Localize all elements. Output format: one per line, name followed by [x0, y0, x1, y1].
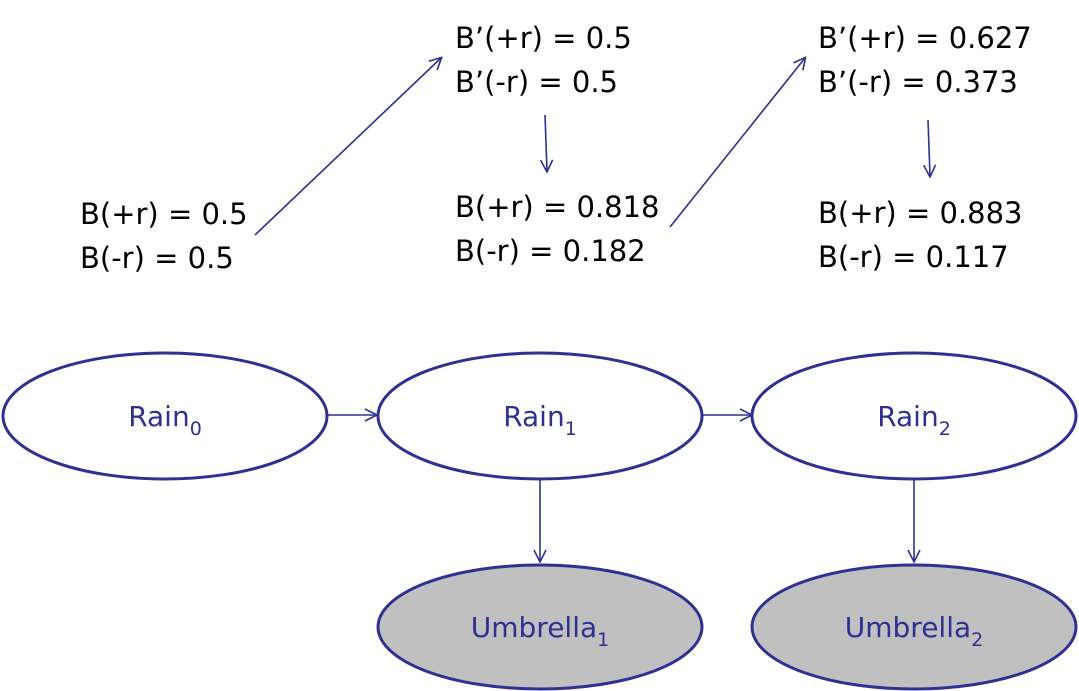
node-rain2-base: Rain	[877, 400, 939, 433]
belief-bp1-plus: B’(+r) = 0.5	[455, 21, 632, 55]
node-rain0: Rain0	[1, 351, 329, 481]
node-umbrella2-label: Umbrella2	[845, 611, 983, 651]
belief-b1-minus: B(-r) = 0.182	[455, 234, 646, 268]
node-rain0-shape	[1, 351, 329, 481]
node-rain1-base: Rain	[503, 400, 565, 433]
belief-b0: B(+r) = 0.5 B(-r) = 0.5	[80, 197, 248, 275]
arrow-bp2-to-b2	[928, 119, 930, 176]
belief-bp2: B’(+r) = 0.627 B’(-r) = 0.373	[818, 21, 1032, 99]
arrow-bp1-to-b1	[545, 114, 547, 171]
belief-bp2-plus: B’(+r) = 0.627	[818, 21, 1032, 55]
node-rain1: Rain1	[376, 351, 704, 481]
node-umbrella1-sub: 1	[597, 629, 609, 651]
node-rain2-sub: 2	[939, 418, 951, 440]
node-rain0-base: Rain	[128, 400, 190, 433]
node-umbrella1-label: Umbrella1	[471, 611, 609, 651]
node-rain1-sub: 1	[565, 418, 577, 440]
node-umbrella2-base: Umbrella	[845, 611, 971, 644]
arrow-b1-to-bp2	[669, 58, 805, 228]
node-rain2-shape	[750, 351, 1078, 481]
node-rain2: Rain2	[750, 351, 1078, 481]
belief-b1: B(+r) = 0.818 B(-r) = 0.182	[455, 190, 660, 268]
belief-bp1: B’(+r) = 0.5 B’(-r) = 0.5	[455, 21, 632, 99]
node-umbrella1: Umbrella1	[376, 563, 704, 691]
belief-b2-plus: B(+r) = 0.883	[818, 196, 1023, 230]
belief-b2: B(+r) = 0.883 B(-r) = 0.117	[818, 196, 1023, 274]
node-rain0-label: Rain0	[128, 400, 202, 440]
node-rain1-shape	[376, 351, 704, 481]
node-rain2-label: Rain2	[877, 400, 951, 440]
node-umbrella2-sub: 2	[971, 629, 983, 651]
belief-bp1-minus: B’(-r) = 0.5	[455, 65, 618, 99]
belief-b0-minus: B(-r) = 0.5	[80, 241, 234, 275]
belief-bp2-minus: B’(-r) = 0.373	[818, 65, 1018, 99]
arrow-b0-to-bp1	[254, 58, 441, 236]
node-rain0-sub: 0	[190, 418, 202, 440]
node-umbrella2-shape	[750, 563, 1078, 691]
belief-b1-plus: B(+r) = 0.818	[455, 190, 660, 224]
node-umbrella1-base: Umbrella	[471, 611, 597, 644]
node-umbrella2: Umbrella2	[750, 563, 1078, 691]
belief-b2-minus: B(-r) = 0.117	[818, 240, 1009, 274]
node-umbrella1-shape	[376, 563, 704, 691]
belief-b0-plus: B(+r) = 0.5	[80, 197, 248, 231]
node-rain1-label: Rain1	[503, 400, 577, 440]
